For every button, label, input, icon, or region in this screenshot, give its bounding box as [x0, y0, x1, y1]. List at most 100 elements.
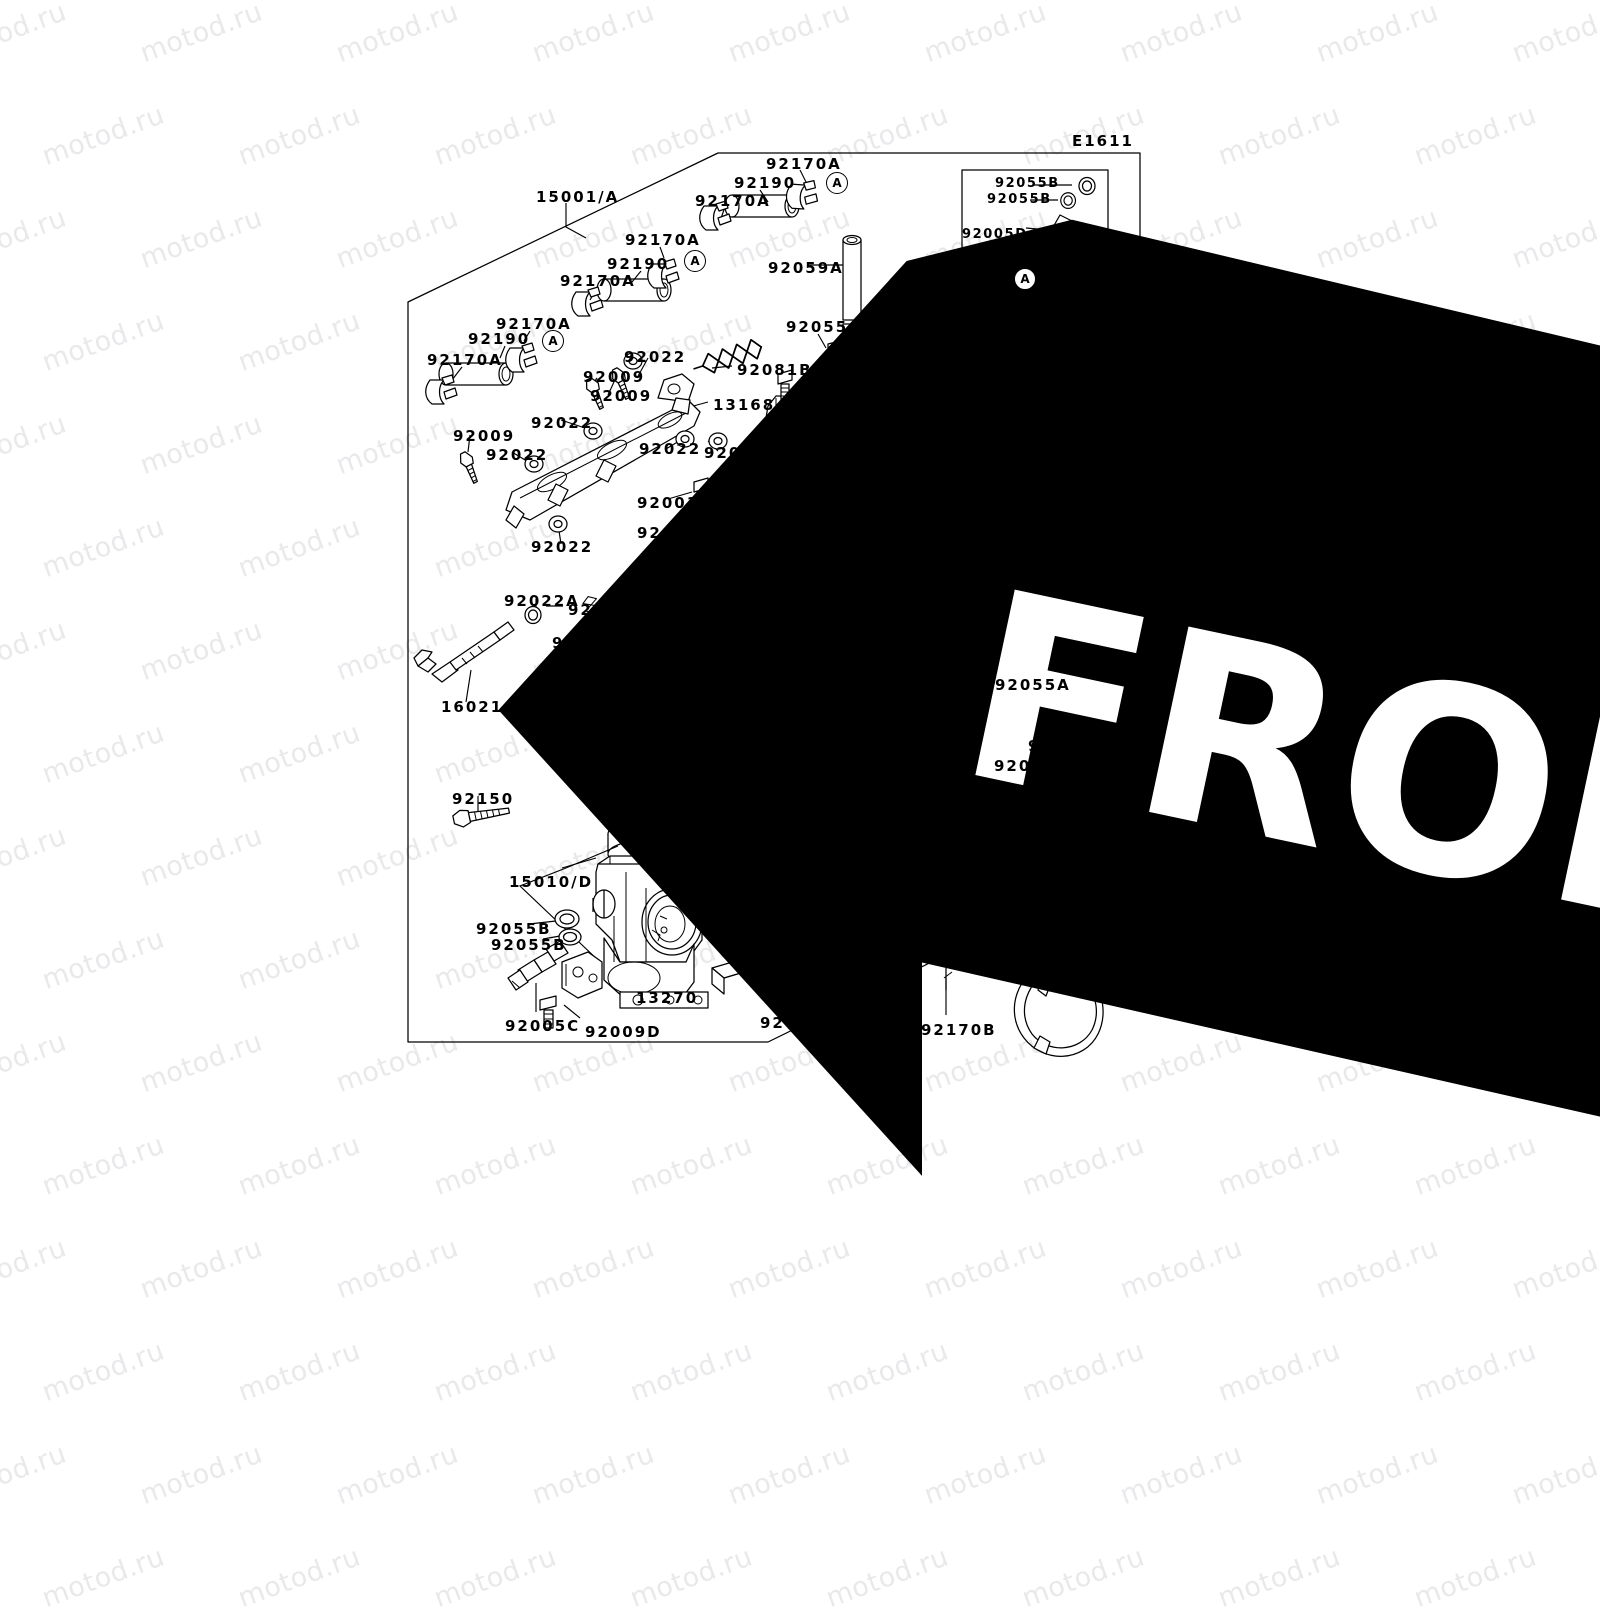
inset-label-92055B-2: 92055B	[987, 192, 1052, 207]
parts-diagram: .st{fill:none;stroke:#000;stroke-width:1…	[407, 152, 1600, 1176]
callout-circle-A1: A	[826, 172, 848, 194]
part-label-92144: 92144	[788, 484, 851, 502]
diagram-code: E1611	[1072, 132, 1134, 150]
part-label-92001: 92001	[637, 494, 700, 512]
watermark-text: motod.ru	[234, 1541, 365, 1614]
part-label-92081B: 92081B	[737, 361, 813, 379]
watermark-text: motod.ru	[822, 1541, 953, 1614]
watermark-text: motod.ru	[136, 1438, 267, 1512]
watermark-text: motod.ru	[724, 1438, 855, 1512]
part-label-13183A: 13183A	[1004, 323, 1080, 341]
part-label-92055B: 92055B	[476, 920, 552, 938]
watermark-text: motod.ru	[136, 1232, 267, 1306]
part-label-13270: 13270	[636, 989, 699, 1007]
watermark-text: motod.ru	[38, 1541, 169, 1614]
inset-label-92005D: 92005D	[962, 227, 1028, 242]
part-label-92022A: 92022A	[504, 592, 580, 610]
part-label-13169: 13169	[814, 423, 877, 441]
part-label-92055A: 92055A	[786, 318, 862, 336]
part-label-92009: 92009	[453, 427, 516, 445]
part-label-92190: 92190	[734, 174, 797, 192]
part-label-92081A: 92081A	[663, 590, 739, 608]
part-label-92005A: 92005A	[608, 750, 684, 768]
callout-circle-A2: A	[684, 250, 706, 272]
part-label-92009D: 92009D	[585, 1023, 662, 1041]
part-label-92055A: 92055A	[995, 676, 1071, 694]
part-16021	[413, 621, 515, 683]
orings-92055B-bottom	[554, 909, 582, 946]
part-label-92170C: 92170C	[1036, 912, 1112, 930]
part-label-92190: 92190	[607, 255, 670, 273]
part-label-92005B: 92005B	[867, 596, 943, 614]
part-label-13183: 13183	[838, 941, 901, 959]
part-label-92055: 92055	[900, 575, 963, 593]
throttle-linkage	[505, 373, 701, 529]
watermark-text: motod.ru	[332, 1438, 463, 1512]
part-label-92005A: 92005A	[820, 367, 896, 385]
part-label-15010B-F: 15010B/F	[737, 678, 833, 696]
part-label-15010A-E: 15010A/E	[876, 708, 972, 726]
inset-label-92055B-1: 92055B	[995, 176, 1060, 191]
part-label-16021: 16021	[441, 698, 504, 716]
watermark-text: motod.ru	[1116, 1438, 1247, 1512]
watermark-text: motod.ru	[1508, 1438, 1600, 1512]
watermark-text: motod.ru	[1018, 1541, 1149, 1614]
watermark-text: motod.ru	[1312, 1438, 1443, 1512]
part-label-92022: 92022	[704, 444, 767, 462]
part-label-92055A: 92055A	[570, 691, 646, 709]
part-label-92055: 92055	[782, 885, 845, 903]
part-label-92055: 92055	[719, 924, 782, 942]
part-label-92022: 92022	[639, 440, 702, 458]
part-label-92055B: 92055B	[491, 936, 567, 954]
part-label-92170A: 92170A	[427, 351, 503, 369]
fitting-92005C	[507, 940, 569, 991]
part-label-92022: 92022	[624, 348, 687, 366]
watermark-text: motod.ru	[528, 1438, 659, 1512]
part-label-92005: 92005	[994, 757, 1057, 775]
watermark-text: motod.ru	[626, 1541, 757, 1614]
watermark-text: motod.ru	[920, 1438, 1051, 1512]
part-label-92190: 92190	[468, 330, 531, 348]
part-label-92055: 92055	[833, 615, 896, 633]
part-label-92170B: 92170B	[921, 1021, 997, 1039]
part-label-92170A: 92170A	[496, 315, 572, 333]
inset-callout-A: A	[1014, 268, 1036, 290]
part-label-92055A: 92055A	[897, 796, 973, 814]
watermark-text: motod.ru	[430, 1541, 561, 1614]
part-label-92059A: 92059A	[768, 259, 844, 277]
watermark-text: motod.ru	[1214, 1541, 1345, 1614]
bolt-92150	[452, 807, 511, 828]
watermark-text: motod.ru	[38, 1335, 169, 1409]
part-label-92081: 92081	[637, 524, 700, 542]
part-label-92055A: 92055A	[649, 716, 725, 734]
part-label-92009B: 92009B	[806, 390, 882, 408]
part-label-92055A: 92055A	[868, 344, 944, 362]
part-label-15010-D: 15010/D	[509, 873, 594, 891]
part-label-92022: 92022	[531, 414, 594, 432]
watermark-text: motod.ru	[0, 1232, 71, 1306]
part-label-92009A: 92009A	[1062, 336, 1138, 354]
part-label-92170A: 92170A	[766, 155, 842, 173]
watermark-text: motod.ru	[0, 1438, 71, 1512]
part-label-92009: 92009	[590, 387, 653, 405]
part-label-92005C: 92005C	[505, 1017, 581, 1035]
part-label-92009: 92009	[583, 368, 646, 386]
part-label-92170A: 92170A	[625, 231, 701, 249]
part-label-92059: 92059	[996, 843, 1059, 861]
part-label-92015: 92015	[944, 358, 1007, 376]
part-label-92059A: 92059A	[552, 634, 628, 652]
part-label-92055A: 92055A	[1028, 737, 1104, 755]
part-label-92005B: 92005B	[748, 906, 824, 924]
part-label-92143: 92143	[806, 450, 869, 468]
part-label-92022: 92022	[531, 538, 594, 556]
callout-circle-A3: A	[542, 330, 564, 352]
bolt-92009D	[539, 995, 557, 1029]
spring-92081B	[693, 336, 766, 377]
part-label-92055A: 92055A	[903, 737, 979, 755]
bracket-13270	[561, 951, 603, 999]
part-label-13168: 13168	[713, 396, 776, 414]
part-label-92144: 92144	[690, 760, 753, 778]
part-label-15010C-G: 15010C/G	[958, 556, 1055, 574]
part-label-92170A: 92170A	[695, 192, 771, 210]
part-label-15001-A: 15001/A	[536, 188, 620, 206]
